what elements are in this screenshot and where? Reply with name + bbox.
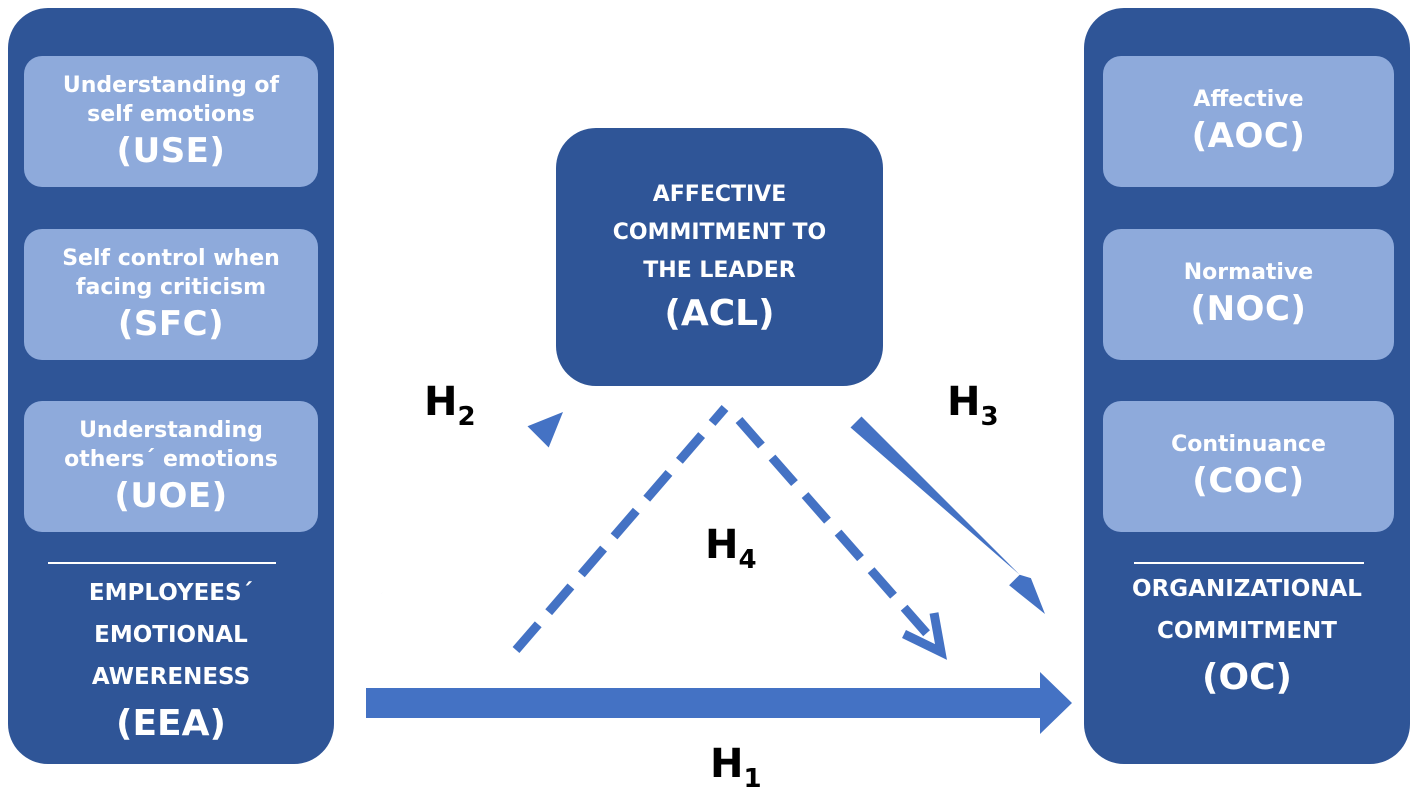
left-box-uoe-abbr: (UOE) — [114, 475, 228, 516]
left-box-sfc: Self control when facing criticism (SFC) — [24, 229, 318, 360]
label-h1-index: 1 — [743, 764, 762, 794]
arrow-h4-left-dashed — [512, 405, 729, 653]
right-box-noc: Normative (NOC) — [1103, 229, 1394, 360]
left-box-use: Understanding of self emotions (USE) — [24, 56, 318, 187]
right-panel-title-block: ORGANIZATIONAL COMMITMENT (OC) — [1084, 568, 1410, 704]
label-h2: H2 — [424, 382, 476, 437]
right-box-aoc-abbr: (AOC) — [1191, 116, 1306, 156]
arrow-h1 — [366, 672, 1072, 734]
right-box-aoc-text: Affective — [1193, 87, 1304, 112]
left-panel-abbr: (EEA) — [116, 703, 226, 744]
arrow-h3 — [850, 416, 1045, 614]
right-box-coc-text: Continuance — [1171, 432, 1326, 457]
left-box-use-text: Understanding of self emotions — [62, 72, 280, 127]
label-h3-letter: H — [947, 379, 981, 425]
label-h2-index: 2 — [457, 402, 476, 432]
right-box-coc: Continuance (COC) — [1103, 401, 1394, 532]
right-box-aoc: Affective (AOC) — [1103, 56, 1394, 187]
right-box-noc-text: Normative — [1183, 260, 1314, 285]
right-panel-title: ORGANIZATIONAL COMMITMENT — [1132, 576, 1362, 644]
left-box-uoe: Understanding others´ emotions (UOE) — [24, 401, 318, 532]
left-panel-title-block: EMPLOYEES´ EMOTIONAL AWERENESS (EEA) — [8, 572, 334, 750]
label-h4-index: 4 — [738, 545, 757, 575]
right-divider — [1134, 562, 1364, 564]
left-panel-title: EMPLOYEES´ EMOTIONAL AWERENESS — [88, 580, 254, 690]
label-h3: H3 — [947, 382, 999, 437]
label-h2-letter: H — [424, 379, 458, 425]
right-panel-abbr: (OC) — [1202, 657, 1292, 698]
left-divider — [48, 562, 276, 564]
arrow-h4-right-dashed — [735, 417, 933, 639]
left-box-uoe-text: Understanding others´ emotions — [64, 417, 278, 472]
label-h4-letter: H — [705, 522, 739, 568]
label-h1: H1 — [710, 744, 762, 799]
arrow-h2 — [371, 412, 563, 604]
label-h3-index: 3 — [980, 402, 999, 432]
center-box-acl: AFFECTIVE COMMITMENT TO THE LEADER (ACL) — [556, 128, 883, 386]
arrow-h4-head — [902, 612, 947, 660]
left-box-use-abbr: (USE) — [116, 130, 226, 171]
label-h4: H4 — [705, 525, 757, 580]
left-box-sfc-abbr: (SFC) — [117, 303, 225, 344]
label-h1-letter: H — [710, 741, 744, 787]
center-box-title: AFFECTIVE COMMITMENT TO THE LEADER — [612, 182, 827, 283]
left-box-sfc-text: Self control when facing criticism — [62, 245, 280, 300]
right-box-noc-abbr: (NOC) — [1190, 289, 1307, 329]
right-box-coc-abbr: (COC) — [1192, 461, 1305, 501]
center-box-abbr: (ACL) — [664, 293, 775, 334]
